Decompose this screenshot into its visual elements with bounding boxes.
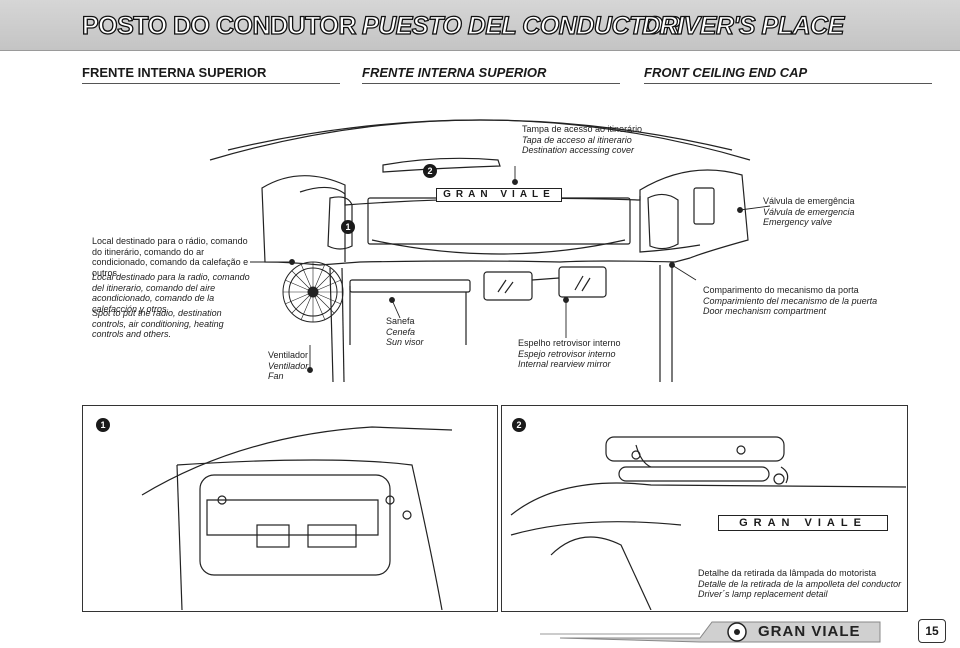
subtitle-es: FRENTE INTERNA SUPERIOR [362,65,547,80]
cap-brand-plate: GRAN VIALE [436,188,562,202]
footer-band [540,621,881,643]
ceiling-end-cap-illustration [209,119,771,383]
detail-2-illustration [510,436,906,610]
detail-1-illustration [141,426,453,610]
subtitle-pt: FRENTE INTERNA SUPERIOR [82,65,267,80]
page-number: 15 [918,619,946,643]
callout-1-main: 1 [341,220,355,234]
header-band [0,0,960,51]
footer-logo: GRAN VIALE [758,623,861,640]
rule-es [362,83,620,84]
subtitle-en: FRONT CEILING END CAP [644,65,808,80]
radio-label-en: Spot to put the radio, destination contr… [92,308,224,339]
title-en: DRIVER'S PLACE [641,11,845,40]
callout-1-detail: 1 [96,418,110,432]
lamp-label: Detalhe da retirada da lâmpada do motori… [698,568,902,599]
rule-en [644,83,932,84]
detail-panel-2 [501,405,908,612]
radio-label-pt: Local destinado para o rádio, comando do… [92,236,249,278]
callout-2-main: 2 [423,164,437,178]
title-pt: POSTO DO CONDUTOR [81,11,357,40]
detail-panel-1 [82,405,498,612]
title-es: PUESTO DEL CONDUCTOR [361,11,681,40]
radio-label-es: Local destinado para la radio, comando d… [92,272,250,314]
detail-brand-plate: GRAN VIALE [718,515,888,531]
rule-pt [82,83,340,84]
callout-2-detail: 2 [512,418,526,432]
